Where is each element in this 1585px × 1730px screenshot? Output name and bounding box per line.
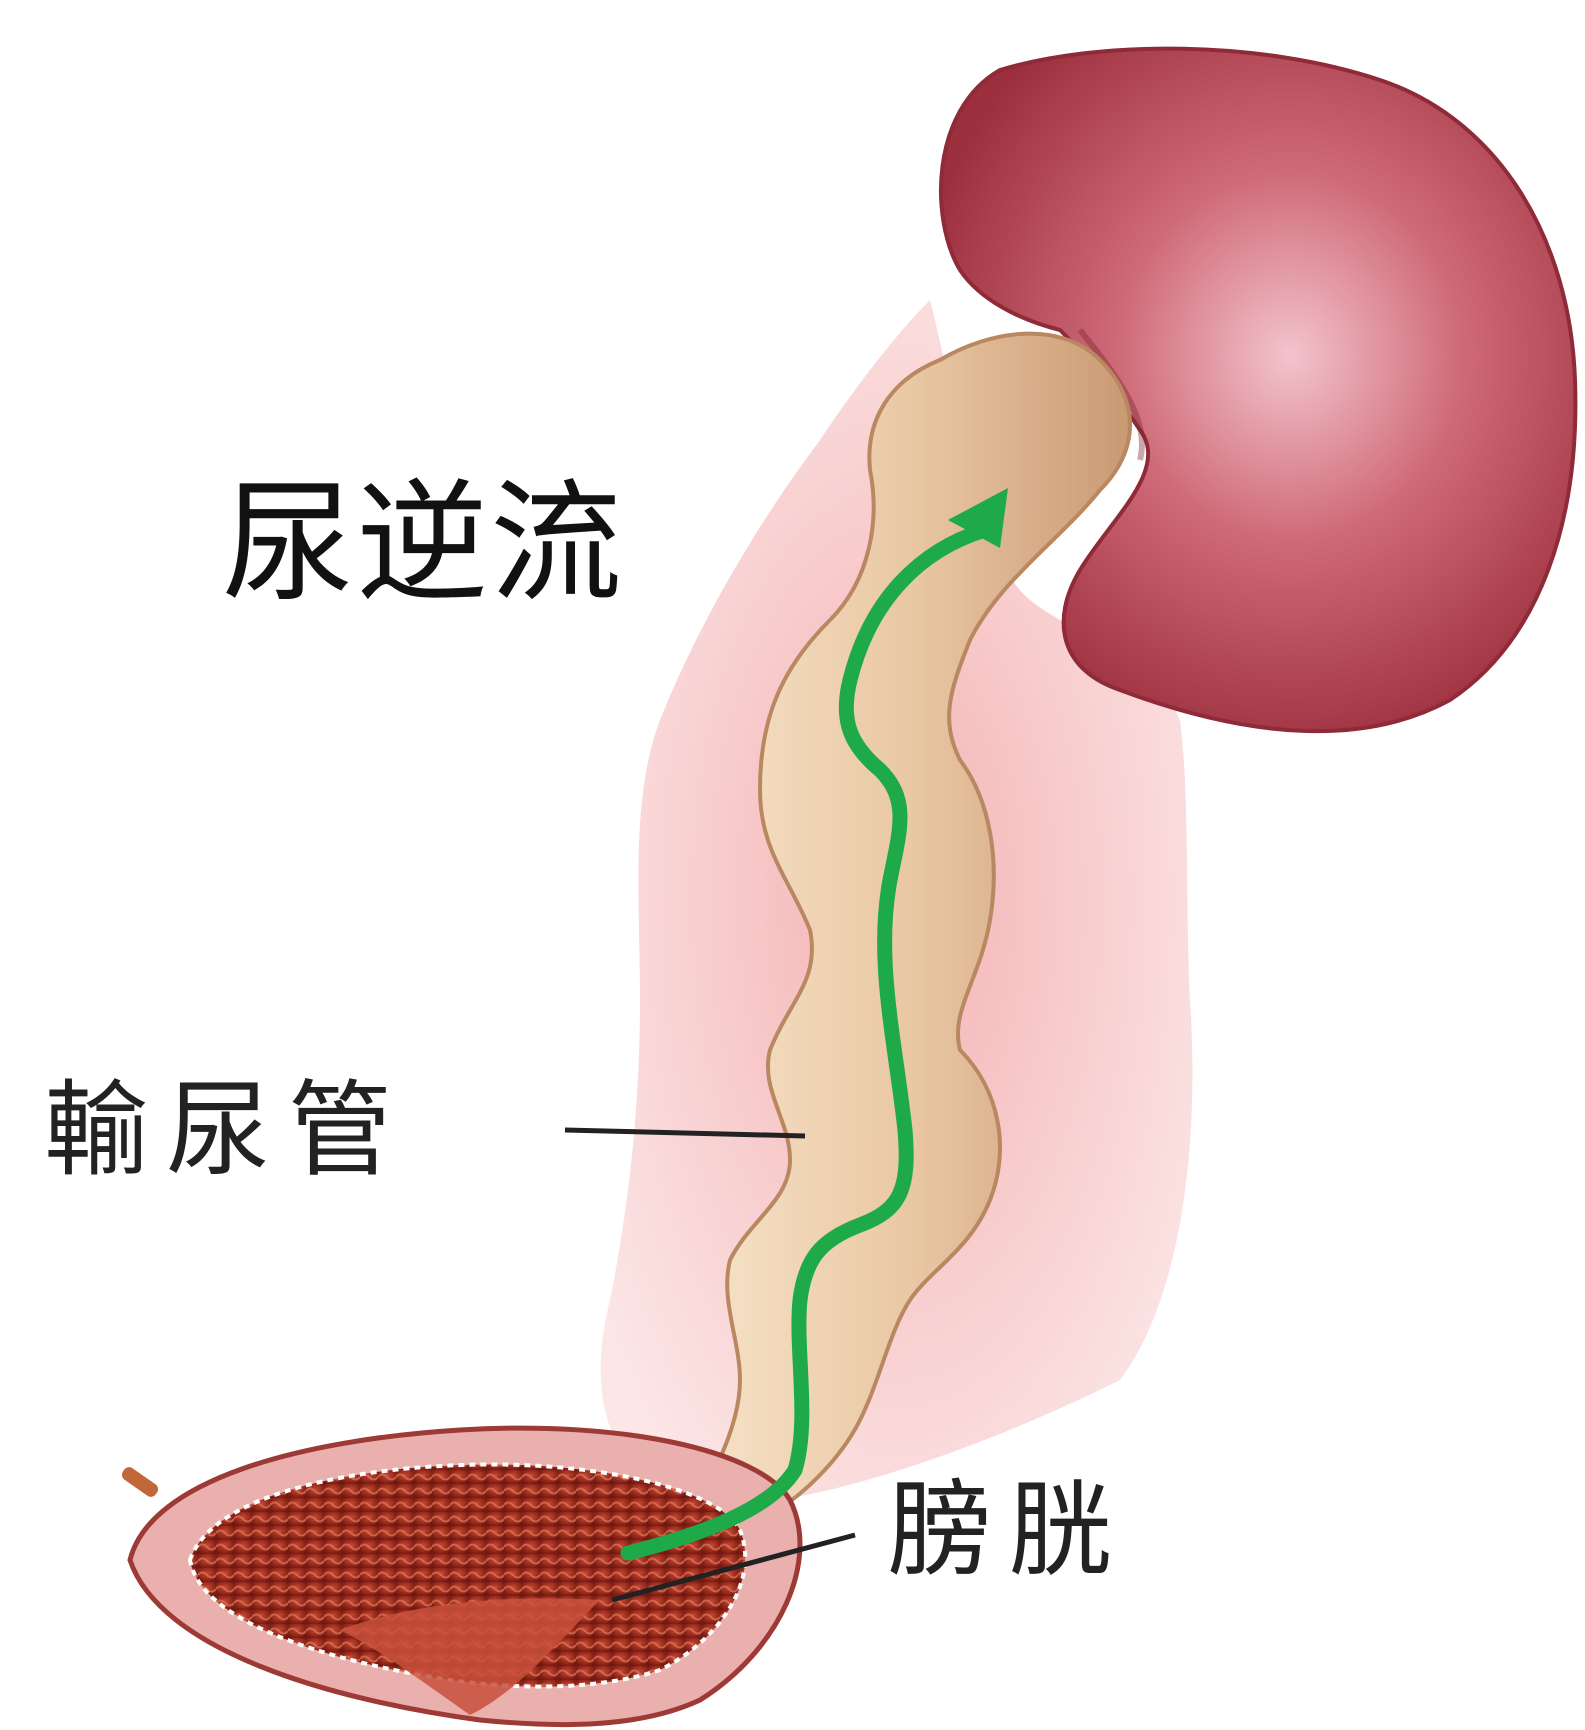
bladder-label: 膀胱 (888, 1478, 1128, 1582)
bladder-vessel (120, 1465, 161, 1499)
ureter-label: 輸尿管 (44, 1078, 410, 1182)
diagram-title: 尿逆流 (222, 478, 624, 610)
